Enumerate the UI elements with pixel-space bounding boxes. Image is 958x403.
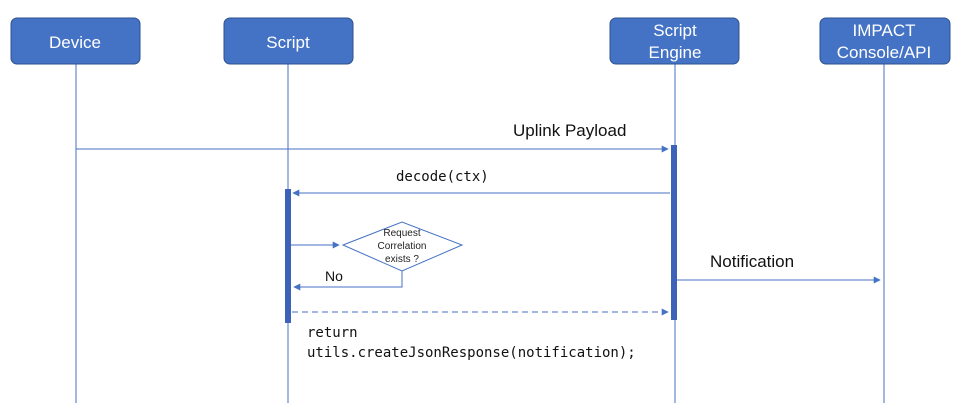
actor-script-engine: Script Engine: [609, 17, 740, 65]
label-notification: Notification: [710, 252, 794, 271]
label-uplink-payload: Uplink Payload: [513, 121, 626, 140]
actor-impact: IMPACT Console/API: [819, 17, 951, 65]
arrow-no-branch: [293, 271, 403, 291]
actor-device-label: Device: [49, 33, 101, 52]
decision-request-correlation: Request Correlation exists ?: [341, 221, 464, 272]
label-decode: decode(ctx): [396, 169, 489, 185]
actor-impact-label-line2: Console/API: [837, 43, 932, 62]
label-no: No: [325, 268, 343, 284]
actor-device: Device: [10, 17, 141, 65]
actor-impact-label-line1: IMPACT: [853, 21, 916, 40]
label-return-line1: return: [307, 325, 358, 341]
activation-script: [285, 189, 291, 323]
actor-script: Script: [223, 17, 354, 65]
actor-script-engine-label-line1: Script: [653, 21, 697, 40]
decision-label-line1: Request: [383, 228, 420, 239]
activation-script-engine: [671, 145, 677, 320]
actor-script-engine-label-line2: Engine: [649, 43, 702, 62]
actor-script-label: Script: [266, 33, 310, 52]
decision-label-line2: Correlation: [378, 241, 427, 252]
label-return-line2: utils.createJsonResponse(notification);: [307, 345, 636, 361]
decision-label-line3: exists ?: [385, 254, 419, 265]
